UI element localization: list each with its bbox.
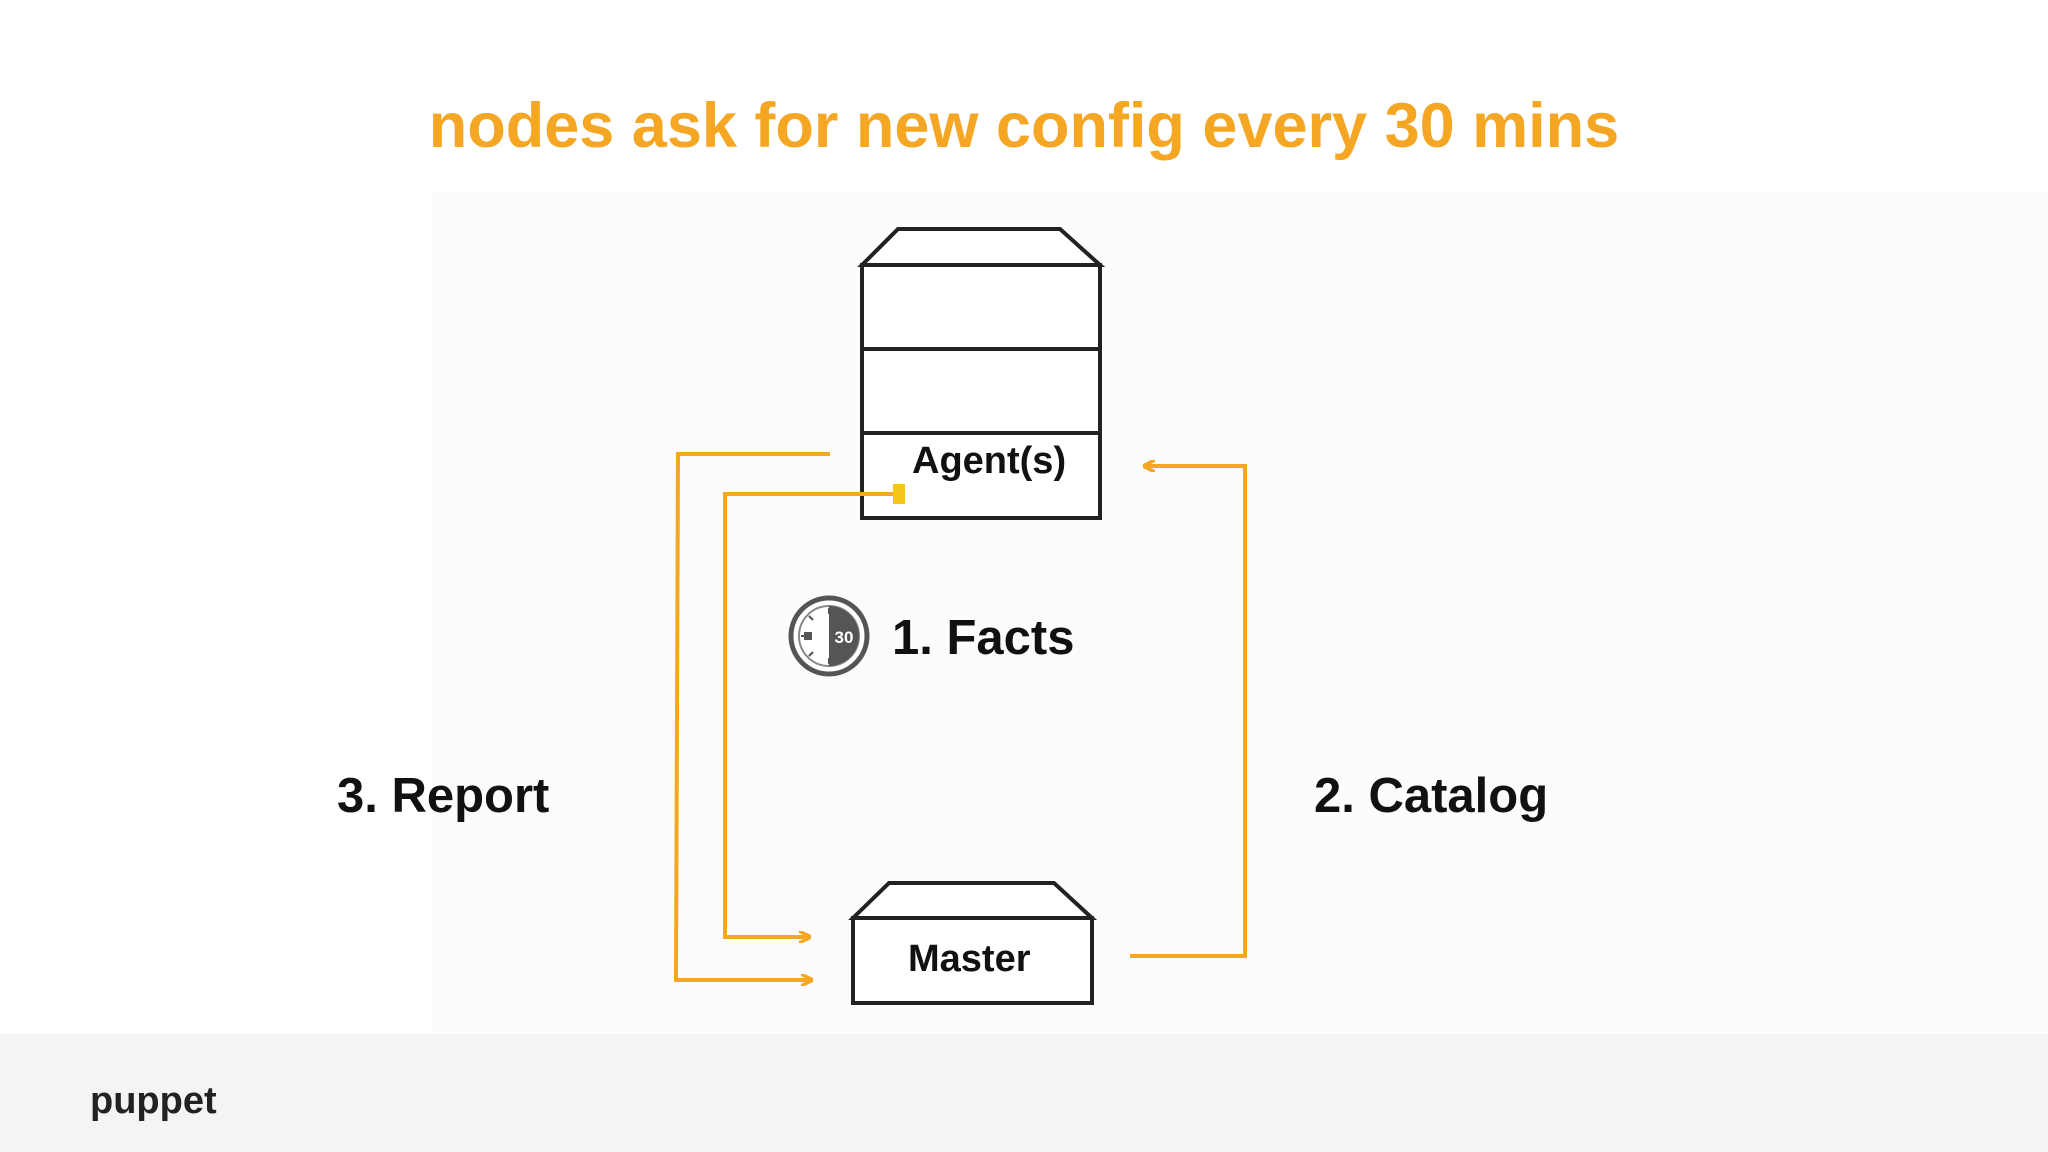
report-label: 3. Report <box>337 769 550 823</box>
agent-server-icon <box>857 227 1106 520</box>
catalog-arrow <box>1130 466 1247 958</box>
master-label: Master <box>908 938 1031 980</box>
facts-label: 1. Facts <box>892 611 1075 665</box>
footer-bar <box>0 1034 2048 1152</box>
stopwatch-icon: 30 <box>788 595 870 677</box>
catalog-label: 2. Catalog <box>1314 769 1549 823</box>
diagram-panel <box>432 192 2048 1032</box>
brand-name: puppet <box>90 1080 217 1122</box>
agent-label: Agent(s) <box>912 440 1067 482</box>
timer-value: 30 <box>835 628 854 647</box>
master-server-icon <box>848 881 1098 1005</box>
agent-connector-dot <box>893 484 905 504</box>
report-arrow <box>673 452 830 980</box>
facts-arrow <box>723 492 895 937</box>
slide-title: nodes ask for new config every 30 mins <box>428 91 1620 161</box>
